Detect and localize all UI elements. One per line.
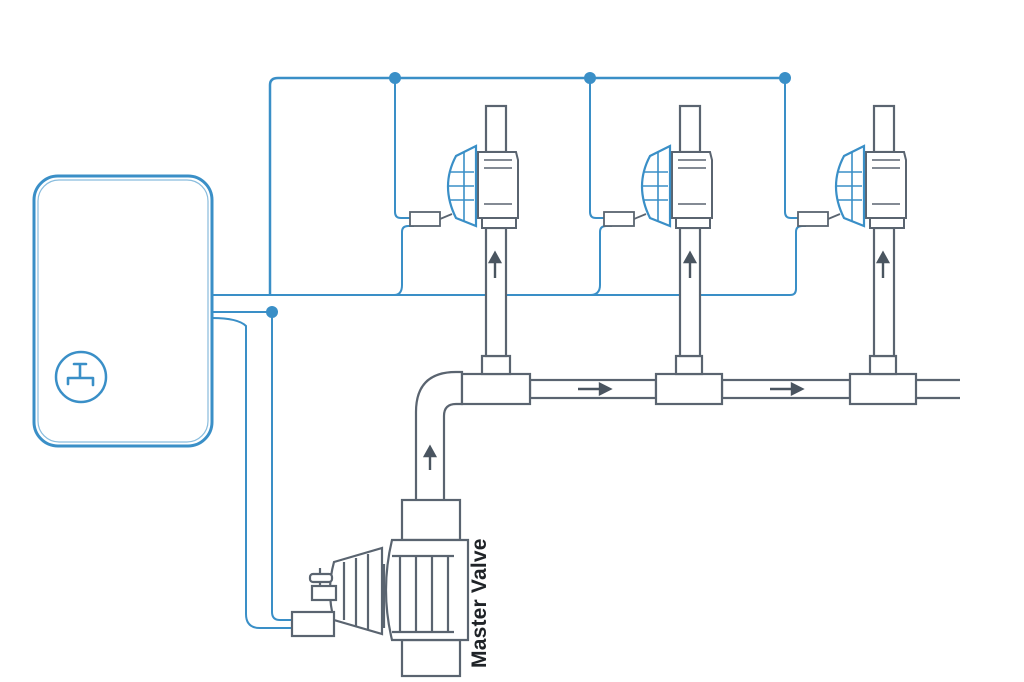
main-line-piping (414, 104, 960, 504)
junction-dot-4 (266, 306, 278, 318)
riser-2 (678, 226, 702, 358)
zone1-common-drop (394, 78, 410, 219)
tee-3-branch (868, 354, 898, 376)
controller-faucet-icon (54, 350, 108, 404)
irrigation-controller (32, 174, 214, 448)
junction-dot-1 (389, 72, 401, 84)
main-line-elbow (414, 370, 464, 504)
master-valve (290, 498, 470, 678)
riser-3 (872, 226, 896, 358)
tee-2 (654, 372, 724, 406)
tee-3 (848, 372, 918, 406)
control-wiring (211, 72, 806, 629)
tee-1 (460, 372, 532, 406)
zone-valves (409, 144, 907, 229)
zone-valve-3 (797, 144, 907, 229)
wire-trunk-1 (212, 225, 806, 296)
junction-dot-3 (779, 72, 791, 84)
zone-valve-2 (603, 144, 713, 229)
master-valve-inlet (400, 638, 462, 678)
wire-to-master-2 (211, 317, 292, 629)
arrow-icon (422, 444, 438, 470)
wire-to-master-3 (271, 312, 292, 621)
flow-arrows (422, 250, 891, 470)
master-valve-label: Master Valve (468, 538, 491, 668)
outlet-3 (872, 104, 896, 154)
master-valve-outlet (400, 498, 462, 542)
junction-dot-2 (584, 72, 596, 84)
tee-1-branch (480, 354, 512, 376)
arrow-icon (578, 382, 613, 396)
outlet-1 (484, 104, 508, 154)
zone3-common-drop (784, 78, 800, 219)
zone-valve-1 (409, 144, 519, 229)
common-wire-top (268, 76, 785, 295)
zone1-station-wire (393, 225, 414, 296)
main-line-seg-3 (916, 378, 960, 400)
zone2-common-drop (589, 78, 606, 219)
arrow-icon (682, 250, 698, 278)
riser-1 (484, 226, 508, 358)
arrow-icon (875, 250, 891, 278)
flow-control-handle (308, 568, 338, 602)
master-valve-solenoid (290, 610, 336, 638)
outlet-2 (678, 104, 702, 154)
tee-2-branch (674, 354, 704, 376)
zone2-station-wire (589, 225, 612, 296)
arrow-icon (487, 250, 503, 278)
arrow-icon (770, 382, 805, 396)
